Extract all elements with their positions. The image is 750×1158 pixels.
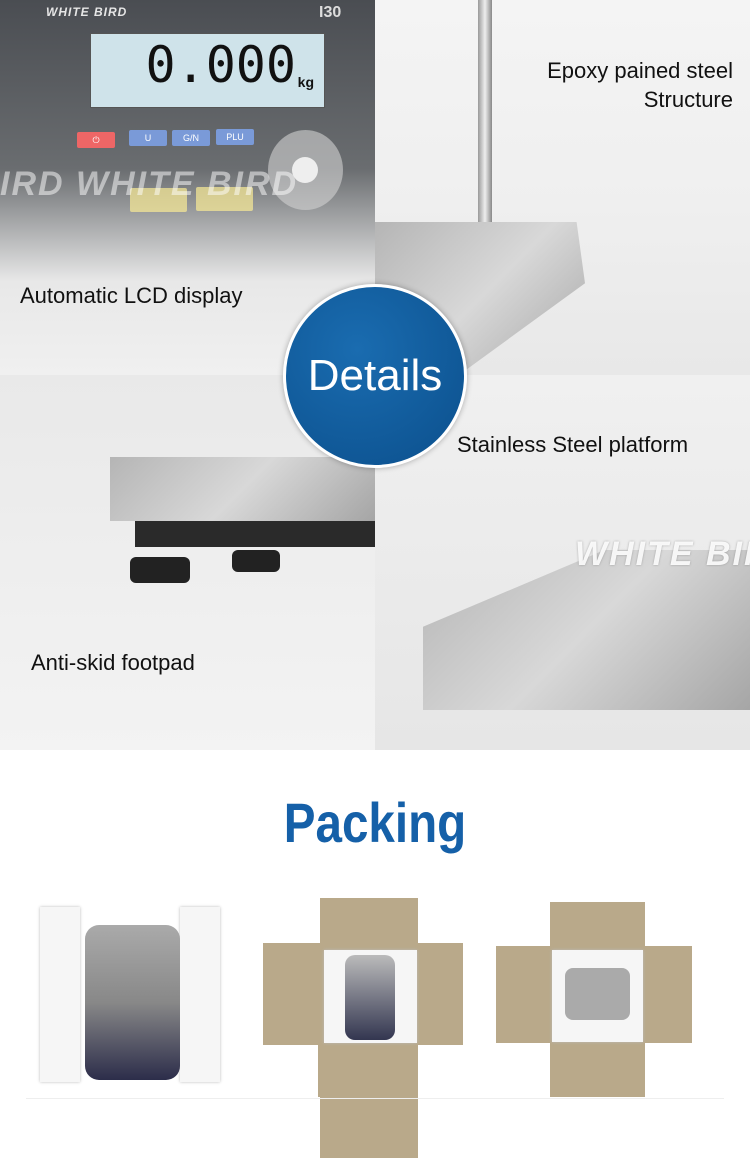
foam-block (180, 907, 220, 1082)
platform-surface (423, 550, 750, 710)
u-key: U (129, 130, 167, 146)
gn-key: G/N (172, 130, 210, 146)
boxed-scale (345, 955, 395, 1040)
footpad-label: Anti-skid footpad (31, 650, 195, 675)
plu-key: PLU (216, 129, 254, 145)
zero-key (130, 188, 187, 212)
lcd-reading: 0.000 (145, 36, 296, 94)
packing-photos (0, 880, 750, 1158)
power-key: ⏻ (77, 132, 115, 148)
boxed-scale (565, 968, 630, 1020)
lcd-screen: 0.000 kg (90, 33, 325, 108)
tare-key (196, 187, 253, 211)
footpad (232, 550, 280, 572)
packing-title: Packing (283, 791, 467, 854)
wrapped-scale (85, 925, 180, 1080)
watermark: WHITE BIRD (575, 535, 750, 573)
lcd-label: Automatic LCD display (20, 283, 243, 308)
lcd-unit: kg (297, 74, 314, 90)
details-badge: Details (283, 284, 467, 468)
model-label: I30 (319, 4, 342, 21)
watermark: IRD WHITE BIRD (0, 165, 299, 203)
structure-label: Epoxy pained steel Structure (547, 56, 733, 114)
structure-label-line1: Epoxy pained steel (547, 58, 733, 83)
cardboard-flap (318, 1045, 418, 1097)
pole (478, 0, 492, 230)
brand-logo: WHITE BIRD (46, 5, 128, 19)
platform-edge (110, 457, 375, 521)
frame (135, 521, 375, 547)
footpad (130, 557, 190, 583)
structure-label-line2: Structure (643, 87, 733, 112)
lcd-display-photo: WHITE BIRD I30 0.000 kg ⏻ U G/N PLU IRD … (0, 0, 375, 375)
platform-label: Stainless Steel platform (457, 432, 689, 457)
foam-block (40, 907, 80, 1082)
enter-icon (292, 157, 318, 183)
navigation-pad (268, 130, 343, 210)
divider (26, 1098, 724, 1099)
